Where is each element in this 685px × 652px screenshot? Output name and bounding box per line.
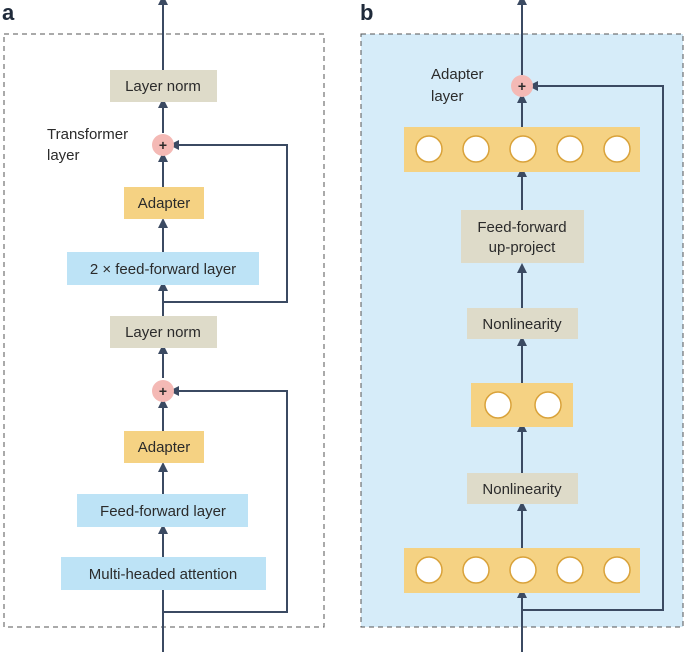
block-layer-norm-top: Layer norm xyxy=(110,70,217,102)
svg-text:+: + xyxy=(159,383,167,399)
middle-layer-neuron-1 xyxy=(484,391,512,419)
bottom-layer-neuron-1 xyxy=(415,556,443,584)
block-feed-forward: Feed-forward layer xyxy=(77,494,248,527)
panel-b-letter: b xyxy=(360,0,373,25)
neuron-layer-middle xyxy=(471,383,573,427)
block-nonlinearity-bottom: Nonlinearity xyxy=(467,473,578,504)
attention-label: Multi-headed attention xyxy=(89,566,237,583)
block-layer-norm-mid: Layer norm xyxy=(110,316,217,348)
middle-layer-neuron-2 xyxy=(534,391,562,419)
bottom-layer-neuron-2 xyxy=(462,556,490,584)
top-layer-neuron-5 xyxy=(603,135,631,163)
top-layer-neuron-3 xyxy=(509,135,537,163)
adapter-top-label: Adapter xyxy=(138,195,191,212)
svg-text:+: + xyxy=(518,78,526,94)
top-layer-neuron-2 xyxy=(462,135,490,163)
bottom-layer-neuron-3 xyxy=(509,556,537,584)
plus-node-a-top: + xyxy=(152,134,174,156)
up-project-label-line2: up-project xyxy=(489,239,557,256)
transformer-label-line1: Transformer xyxy=(47,126,128,143)
block-attention: Multi-headed attention xyxy=(61,557,266,590)
top-layer-neuron-4 xyxy=(556,135,584,163)
nonlinearity-bottom-label: Nonlinearity xyxy=(482,481,562,498)
panel-a-letter: a xyxy=(2,0,15,25)
up-project-label-line1: Feed-forward xyxy=(477,219,566,236)
neuron-layer-bottom xyxy=(404,548,640,593)
adapter-layer-label-line2: layer xyxy=(431,88,464,105)
adapter-bottom-label: Adapter xyxy=(138,439,191,456)
block-up-project: Feed-forward up-project xyxy=(461,210,584,263)
neuron-layer-top xyxy=(404,127,640,172)
plus-node-b: + xyxy=(511,75,533,97)
layer-norm-top-label: Layer norm xyxy=(125,78,201,95)
block-nonlinearity-top: Nonlinearity xyxy=(467,308,578,339)
feed-forward-label: Feed-forward layer xyxy=(100,503,226,520)
layer-norm-mid-label: Layer norm xyxy=(125,324,201,341)
panel-b-arrows xyxy=(517,0,664,652)
svg-text:+: + xyxy=(159,137,167,153)
plus-node-a-bottom: + xyxy=(152,380,174,402)
nonlinearity-top-label: Nonlinearity xyxy=(482,316,562,333)
feed-forward-2x-label: 2 × feed-forward layer xyxy=(90,261,236,278)
top-layer-neuron-1 xyxy=(415,135,443,163)
adapter-layer-label-line1: Adapter xyxy=(431,66,484,83)
transformer-label-line2: layer xyxy=(47,147,80,164)
bottom-layer-neuron-4 xyxy=(556,556,584,584)
bottom-layer-neuron-5 xyxy=(603,556,631,584)
block-adapter-bottom: Adapter xyxy=(124,431,204,463)
block-adapter-top: Adapter xyxy=(124,187,204,219)
block-feed-forward-2x: 2 × feed-forward layer xyxy=(67,252,259,285)
panel-a-arrows xyxy=(158,0,288,652)
